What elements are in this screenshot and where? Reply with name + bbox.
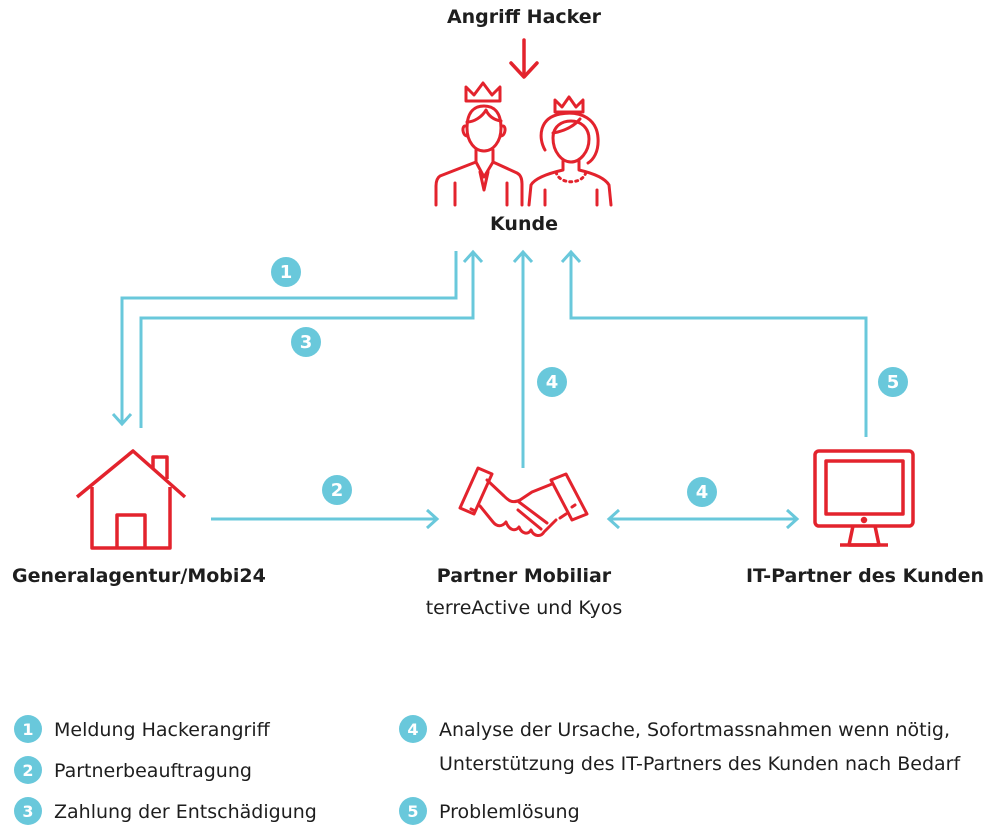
legend-text: Analyse der Ursache, Sofortmassnahmen we… xyxy=(439,719,951,741)
legend-item: 3 Zahlung der Entschädigung xyxy=(14,797,317,827)
flow-4-left-arrowhead xyxy=(606,508,621,530)
flow-4-right-arrowhead xyxy=(785,508,800,530)
flow-4-vertical-arrowhead xyxy=(512,249,534,264)
down-arrow-icon xyxy=(509,38,539,79)
legend-text: Problemlösung xyxy=(439,801,580,823)
general-agency-label: Generalagentur/Mobi24 xyxy=(12,565,266,587)
legend-item: 4 Analyse der Ursache, Sofortmassnahmen … xyxy=(399,715,960,779)
flow-1-arrowhead xyxy=(111,412,133,427)
flow-badge-5: 5 xyxy=(878,367,908,397)
flow-3-arrowhead xyxy=(462,249,484,264)
legend-text: Zahlung der Entschädigung xyxy=(54,801,317,823)
hacker-attack-title: Angriff Hacker xyxy=(446,6,602,28)
legend-badge: 3 xyxy=(14,797,42,825)
legend-text-line-2: Unterstützung des IT-Partners des Kunden… xyxy=(439,753,961,775)
flow-2-arrowhead xyxy=(425,508,440,530)
flow-badge-2: 2 xyxy=(322,475,352,505)
flow-badge-3: 3 xyxy=(291,327,321,357)
handshake-icon xyxy=(458,466,589,537)
legend-text: Partnerbeauftragung xyxy=(54,760,252,782)
it-partner-label: IT-Partner des Kunden xyxy=(745,565,985,587)
flow-badge-4-horizontal: 4 xyxy=(687,477,717,507)
partner-mobiliar-label: Partner Mobiliar xyxy=(436,565,612,587)
customer-couple-icon xyxy=(434,81,613,207)
legend-badge: 1 xyxy=(14,715,42,743)
legend-item: 2 Partnerbeauftragung xyxy=(14,756,252,786)
house-icon xyxy=(75,449,187,550)
legend-text: Meldung Hackerangriff xyxy=(54,719,270,741)
flow-badge-1: 1 xyxy=(271,257,301,287)
legend-item: 1 Meldung Hackerangriff xyxy=(14,715,270,745)
legend-badge: 2 xyxy=(14,756,42,784)
flow-5-line xyxy=(569,252,868,437)
flow-badge-4-vertical: 4 xyxy=(537,367,567,397)
monitor-icon xyxy=(813,449,915,547)
customer-label: Kunde xyxy=(490,213,558,235)
partner-names-label: terreActive und Kyos xyxy=(425,597,623,619)
legend-badge: 4 xyxy=(399,715,427,743)
flow-5-arrowhead xyxy=(560,249,582,264)
legend-item: 5 Problemlösung xyxy=(399,797,580,827)
flow-1-line xyxy=(120,251,458,424)
flow-3-line xyxy=(139,252,475,428)
legend-badge: 5 xyxy=(399,797,427,825)
